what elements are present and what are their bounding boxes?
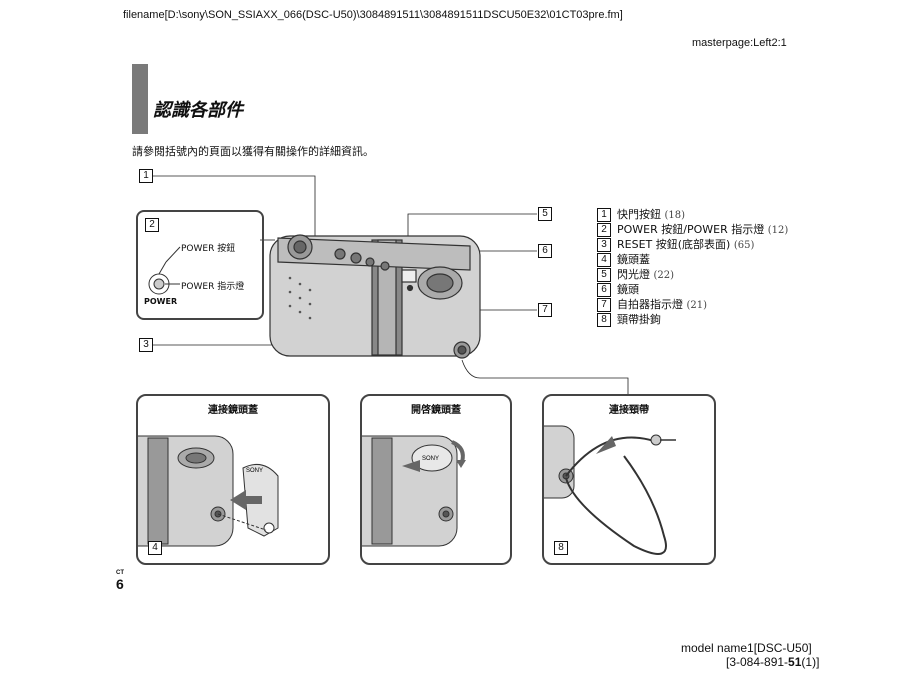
callout-8: 8 xyxy=(554,541,568,555)
legend-page: (65) xyxy=(733,240,755,251)
panel-title: 連接鏡頭蓋 xyxy=(208,405,258,416)
attach-cap-illustration: SONY xyxy=(138,435,279,547)
legend-text: 快門按鈕 xyxy=(617,208,661,221)
legend-num: 5 xyxy=(597,268,611,282)
legend-text: 閃光燈 xyxy=(617,268,650,281)
intro-text: 請參閱括號內的頁面以獲得有關操作的詳細資訊。 xyxy=(132,145,374,158)
callout-5: 5 xyxy=(538,207,552,221)
legend-item-8: 8 頸帶掛鉤 xyxy=(597,311,661,327)
legend-item-3: 3 RESET 按鈕(底部表面) (65) xyxy=(597,236,754,252)
callout-7: 7 xyxy=(538,303,552,317)
legend-item-5: 5 閃光燈 (22) xyxy=(597,266,674,282)
callout-4: 4 xyxy=(148,541,162,555)
legend-item-2: 2 POWER 按鈕/POWER 指示燈 (12) xyxy=(597,221,788,237)
panel-attach-strap: 連接頸帶 8 xyxy=(542,394,716,565)
page-number: 6 xyxy=(116,576,124,592)
page-language: CT xyxy=(116,570,124,576)
legend-num: 4 xyxy=(597,253,611,267)
attach-strap-illustration xyxy=(544,425,676,555)
power-button-label: POWER 按鈕 xyxy=(181,244,236,254)
legend-num: 8 xyxy=(597,313,611,327)
header-filename: filename[D:\sony\SON_SSIAXX_066(DSC-U50)… xyxy=(123,9,623,21)
panel-title: 連接頸帶 xyxy=(609,405,649,416)
panel-attach-cap: 連接鏡頭蓋 SONY 4 xyxy=(136,394,330,565)
legend-text: POWER 按鈕/POWER 指示燈 xyxy=(617,223,765,236)
callout-1: 1 xyxy=(139,169,153,183)
footer-code-post: (1)] xyxy=(801,655,820,669)
legend-text: 鏡頭 xyxy=(617,283,639,296)
title-bar xyxy=(132,64,148,134)
legend-page: (21) xyxy=(686,300,708,311)
footer-code-pre: [3-084-891- xyxy=(726,655,789,669)
legend-item-6: 6 鏡頭 xyxy=(597,281,639,297)
power-inset xyxy=(136,210,264,320)
legend-item-1: 1 快門按鈕 (18) xyxy=(597,206,685,222)
open-cap-illustration: SONY xyxy=(362,435,466,547)
legend-item-4: 4 鏡頭蓋 xyxy=(597,251,650,267)
callout-2: 2 xyxy=(145,218,159,232)
legend-text: RESET 按鈕(底部表面) xyxy=(617,238,731,251)
sony-logo: SONY xyxy=(246,468,263,474)
legend-num: 2 xyxy=(597,223,611,237)
panel-open-cap: 開啓鏡頭蓋 SONY xyxy=(360,394,512,565)
legend-text: 頸帶掛鉤 xyxy=(617,313,661,326)
footer-code: [3-084-891-51(1)] xyxy=(726,655,819,669)
legend-num: 3 xyxy=(597,238,611,252)
sony-logo: SONY xyxy=(422,456,439,462)
callout-3: 3 xyxy=(139,338,153,352)
legend-page: (18) xyxy=(664,210,686,221)
footer-code-bold: 51 xyxy=(788,655,802,669)
legend-num: 6 xyxy=(597,283,611,297)
power-lamp-label: POWER 指示燈 xyxy=(181,282,245,292)
panel-title: 開啓鏡頭蓋 xyxy=(411,405,461,416)
legend-text: 自拍器指示燈 xyxy=(617,298,683,311)
legend-page: (22) xyxy=(653,270,675,281)
callout-6: 6 xyxy=(538,244,552,258)
legend-page: (12) xyxy=(767,225,789,236)
legend-num: 1 xyxy=(597,208,611,222)
header-masterpage: masterpage:Left2:1 xyxy=(692,37,787,49)
legend-text: 鏡頭蓋 xyxy=(617,253,650,266)
legend-item-7: 7 自拍器指示燈 (21) xyxy=(597,296,707,312)
page-title: 認識各部件 xyxy=(153,100,243,121)
legend-num: 7 xyxy=(597,298,611,312)
footer-model: model name1[DSC-U50] xyxy=(681,641,812,655)
power-mark: POWER xyxy=(144,297,178,306)
